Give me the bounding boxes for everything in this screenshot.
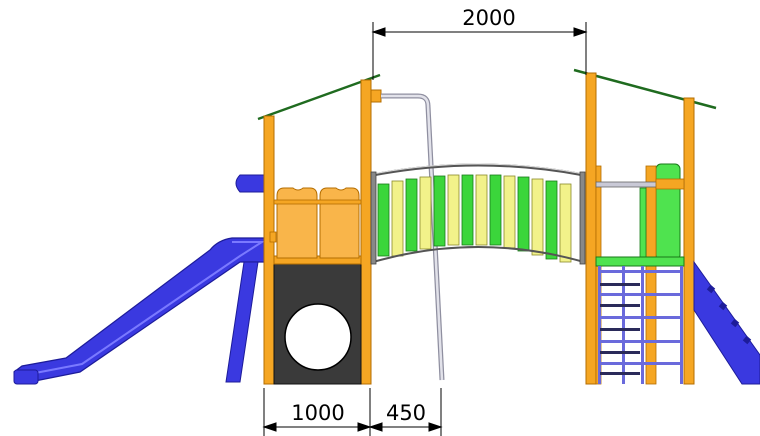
ladder-rung [598, 340, 683, 343]
bridge-slats [377, 174, 572, 263]
left-roof [257, 73, 381, 121]
crawl-tunnel-hole [284, 303, 352, 371]
left-tower [257, 73, 381, 385]
slide-top-lip [235, 174, 269, 193]
rope-ladder [598, 266, 683, 384]
ladder-rung [598, 293, 683, 296]
dimension-top [371, 22, 588, 80]
bridge-end-post-right [579, 171, 586, 265]
bridge-slat [517, 176, 530, 252]
climb-hold [706, 284, 716, 294]
bridge-top-rail-highlight [372, 163, 585, 175]
ladder-step [600, 328, 640, 331]
arched-bridge [370, 163, 586, 265]
bridge-top-rail [372, 163, 585, 177]
bridge-slat [419, 176, 432, 250]
ladder-rail-right [680, 266, 683, 384]
climb-hold [742, 335, 752, 345]
bridge-slat [433, 175, 446, 247]
right-tower-deck [595, 256, 685, 267]
bridge-slat [405, 178, 418, 252]
bridge-slat [503, 175, 516, 249]
bridge-slat [531, 178, 544, 256]
ladder-step [600, 351, 640, 354]
bridge-slat [391, 180, 404, 257]
dimension-top-label: 2000 [462, 6, 515, 30]
dimension-pole-offset-label: 450 [386, 401, 426, 425]
right-tower [573, 68, 760, 385]
left-tower-post-outer [263, 115, 275, 385]
bridge-slat [559, 183, 572, 263]
tower-climbing-panel [655, 163, 681, 261]
left-bracket-1 [269, 231, 277, 243]
ladder-rung [598, 316, 683, 319]
left-tower-post-inner [360, 79, 372, 385]
slide-chute [13, 237, 269, 383]
right-tower-post-left [585, 72, 597, 385]
slide-support-leg [225, 261, 259, 383]
bridge-end-post-left [370, 171, 377, 265]
ladder-rail-left [598, 266, 601, 384]
slide-foot [13, 369, 39, 385]
bridge-slat [489, 174, 502, 246]
bridge-deck [372, 246, 585, 263]
slide-edge-highlight [29, 241, 266, 375]
tower-side-panel [639, 187, 647, 259]
ladder-rung [598, 362, 683, 365]
left-rail-panel-1 [276, 187, 318, 259]
bridge-slat [461, 174, 474, 246]
pole-bracket [370, 89, 382, 103]
left-slide [13, 174, 269, 385]
tower-support [645, 165, 657, 385]
left-rail-bar [273, 199, 362, 205]
bridge-slat [475, 174, 488, 246]
ladder-step [600, 372, 640, 375]
ladder-rail-mid2 [641, 266, 644, 384]
ladder-step [600, 304, 640, 307]
ladder-rung [598, 270, 683, 273]
ladder-step [600, 283, 640, 286]
bridge-slat [377, 183, 390, 257]
climb-hold [718, 301, 728, 311]
climb-hold [730, 318, 740, 328]
ladder-rail-mid1 [622, 266, 625, 384]
dimension-bottom [262, 388, 443, 436]
dimension-left-width-label: 1000 [291, 401, 344, 425]
right-tower-post-right [683, 97, 695, 385]
bridge-slat [545, 180, 558, 260]
right-climbing-slope [693, 260, 760, 385]
tower-handrail-cap [655, 178, 685, 190]
bridge-slat [447, 174, 460, 246]
left-rail-panel-2 [319, 187, 360, 259]
fireman-pole [370, 89, 445, 381]
pole-tube-highlight [381, 94, 444, 381]
